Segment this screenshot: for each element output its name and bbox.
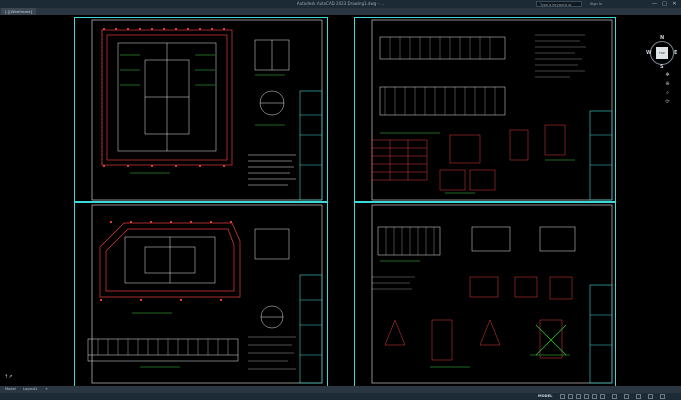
tab-layout1[interactable]: Layout1 <box>23 387 38 391</box>
annotation-scale-icon[interactable] <box>612 394 617 399</box>
maximize-button[interactable]: □ <box>662 1 667 7</box>
polar-icon[interactable] <box>584 394 589 399</box>
isolate-icon[interactable] <box>636 394 641 399</box>
cad-drawing <box>87 19 613 384</box>
sheet-top-right <box>354 17 616 202</box>
model-space-toggle[interactable]: MODEL <box>538 394 553 398</box>
sign-in-link[interactable]: Sign In <box>590 2 602 6</box>
compass-west[interactable]: W <box>646 50 652 56</box>
fullscreen-icon[interactable] <box>648 394 653 399</box>
zoom-icon[interactable]: ⌕ <box>666 90 669 96</box>
ucs-icon: ↑↗ <box>4 374 13 380</box>
minimize-button[interactable]: — <box>652 1 657 7</box>
snap-icon[interactable] <box>568 394 573 399</box>
status-bar: MODEL <box>0 393 681 400</box>
title-bar: Autodesk AutoCAD 2023 Drawing1.dwg - ...… <box>0 0 681 13</box>
pan-icon[interactable]: ✥ <box>665 72 670 78</box>
orbit-icon[interactable]: ⟳ <box>665 99 670 105</box>
layout-tabs: Model Layout1 + <box>0 386 681 393</box>
viewport-tab-bar: [-][Wireframe] <box>0 8 681 15</box>
drawing-canvas[interactable]: TOP N W E S ✥ ⊕ ⌕ ⟳ <box>0 15 681 387</box>
lineweight-icon[interactable] <box>600 394 605 399</box>
sheet-top-left <box>74 17 328 202</box>
viewport-controls[interactable]: [-][Wireframe] <box>1 8 37 15</box>
compass-north[interactable]: N <box>660 35 665 41</box>
search-input[interactable]: Type a keyword or phrase <box>536 1 582 13</box>
osnap-icon[interactable] <box>592 394 597 399</box>
customize-menu-icon[interactable] <box>660 394 665 399</box>
compass-south[interactable]: S <box>660 64 664 70</box>
grid-icon[interactable] <box>560 394 565 399</box>
workspace-gear-icon[interactable] <box>624 394 629 399</box>
view-cube-top-face[interactable]: TOP <box>656 47 668 59</box>
compass-ring[interactable] <box>650 41 674 65</box>
navigation-bar: ✥ ⊕ ⌕ ⟳ <box>663 71 672 107</box>
steering-wheel-icon[interactable]: ⊕ <box>665 81 670 87</box>
compass-east[interactable]: E <box>674 50 678 56</box>
view-cube[interactable]: TOP N W E S <box>646 35 678 70</box>
ortho-icon[interactable] <box>576 394 581 399</box>
app-title: Autodesk AutoCAD 2023 Drawing1.dwg - ... <box>296 1 385 6</box>
tab-model[interactable]: Model <box>5 387 16 391</box>
add-layout-button[interactable]: + <box>45 387 49 391</box>
close-button[interactable]: ✕ <box>672 1 677 7</box>
